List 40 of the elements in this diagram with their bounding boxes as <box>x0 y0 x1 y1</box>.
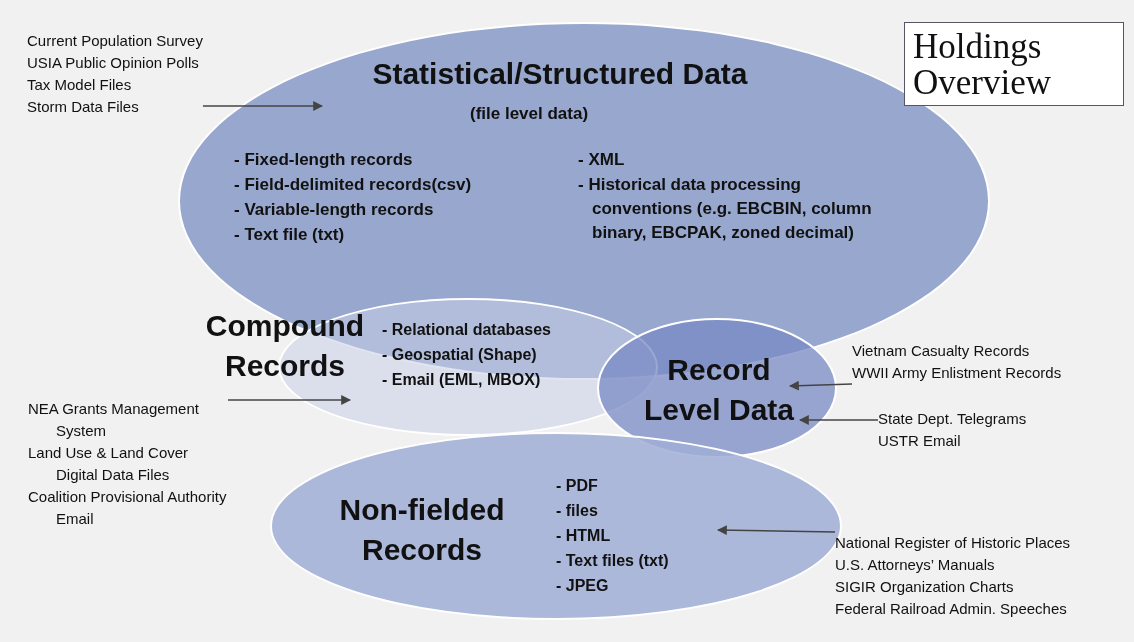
example-text: WWII Army Enlistment Records <box>852 363 1062 383</box>
arrow <box>799 415 879 425</box>
format-item: - Geospatial (Shape) <box>382 345 537 365</box>
example-text: Federal Railroad Admin. Speeches <box>835 599 1068 619</box>
example-text: Current Population Survey <box>27 31 203 51</box>
example-text: Tax Model Files <box>27 75 133 95</box>
format-item: - XML <box>578 149 625 171</box>
example-text: National Register of Historic Places <box>835 533 1071 553</box>
example-text: Vietnam Casualty Records <box>852 341 1031 361</box>
example-text: U.S. Attorneys’ Manuals <box>835 555 996 575</box>
example-text: SIGIR Organization Charts <box>835 577 1015 597</box>
format-item: - Text file (txt) <box>234 224 345 246</box>
region-title: Compound Records <box>204 308 366 384</box>
example-text: USIA Public Opinion Polls <box>27 53 200 73</box>
format-item: - Text files (txt) <box>556 551 669 571</box>
example-text: USTR Email <box>878 431 962 451</box>
region-title: Non-fielded Records <box>338 492 506 568</box>
example-text: NEA Grants Management System <box>28 399 200 441</box>
format-item: - Variable-length records <box>234 199 434 221</box>
format-item: - Field-delimited records(csv) <box>234 174 472 196</box>
arrow <box>717 525 836 536</box>
title-box: Holdings Overview <box>904 22 1124 106</box>
format-item: - JPEG <box>556 576 609 596</box>
format-item: - Relational databases <box>382 320 551 340</box>
arrow <box>789 380 853 391</box>
region-subtitle: (file level data) <box>470 103 590 125</box>
example-text: Storm Data Files <box>27 97 140 117</box>
region-title: Statistical/Structured Data <box>371 56 749 92</box>
format-item: - Email (EML, MBOX) <box>382 370 541 390</box>
format-item: - Fixed-length records <box>234 149 413 171</box>
example-text: Land Use & Land Cover Digital Data Files <box>28 443 190 485</box>
format-item: - Historical data processing conventions (e.g. EBCBIN, column binary, EBCPAK, zoned decimal) <box>578 174 872 244</box>
arrow <box>202 101 323 111</box>
arrow <box>227 395 351 405</box>
example-text: State Dept. Telegrams <box>878 409 1027 429</box>
example-text: Coalition Provisional Authority Email <box>28 487 228 529</box>
format-item: - files <box>556 501 598 521</box>
format-item: - PDF <box>556 476 598 496</box>
format-item: - HTML <box>556 526 611 546</box>
region-title: Record Level Data <box>642 352 796 428</box>
